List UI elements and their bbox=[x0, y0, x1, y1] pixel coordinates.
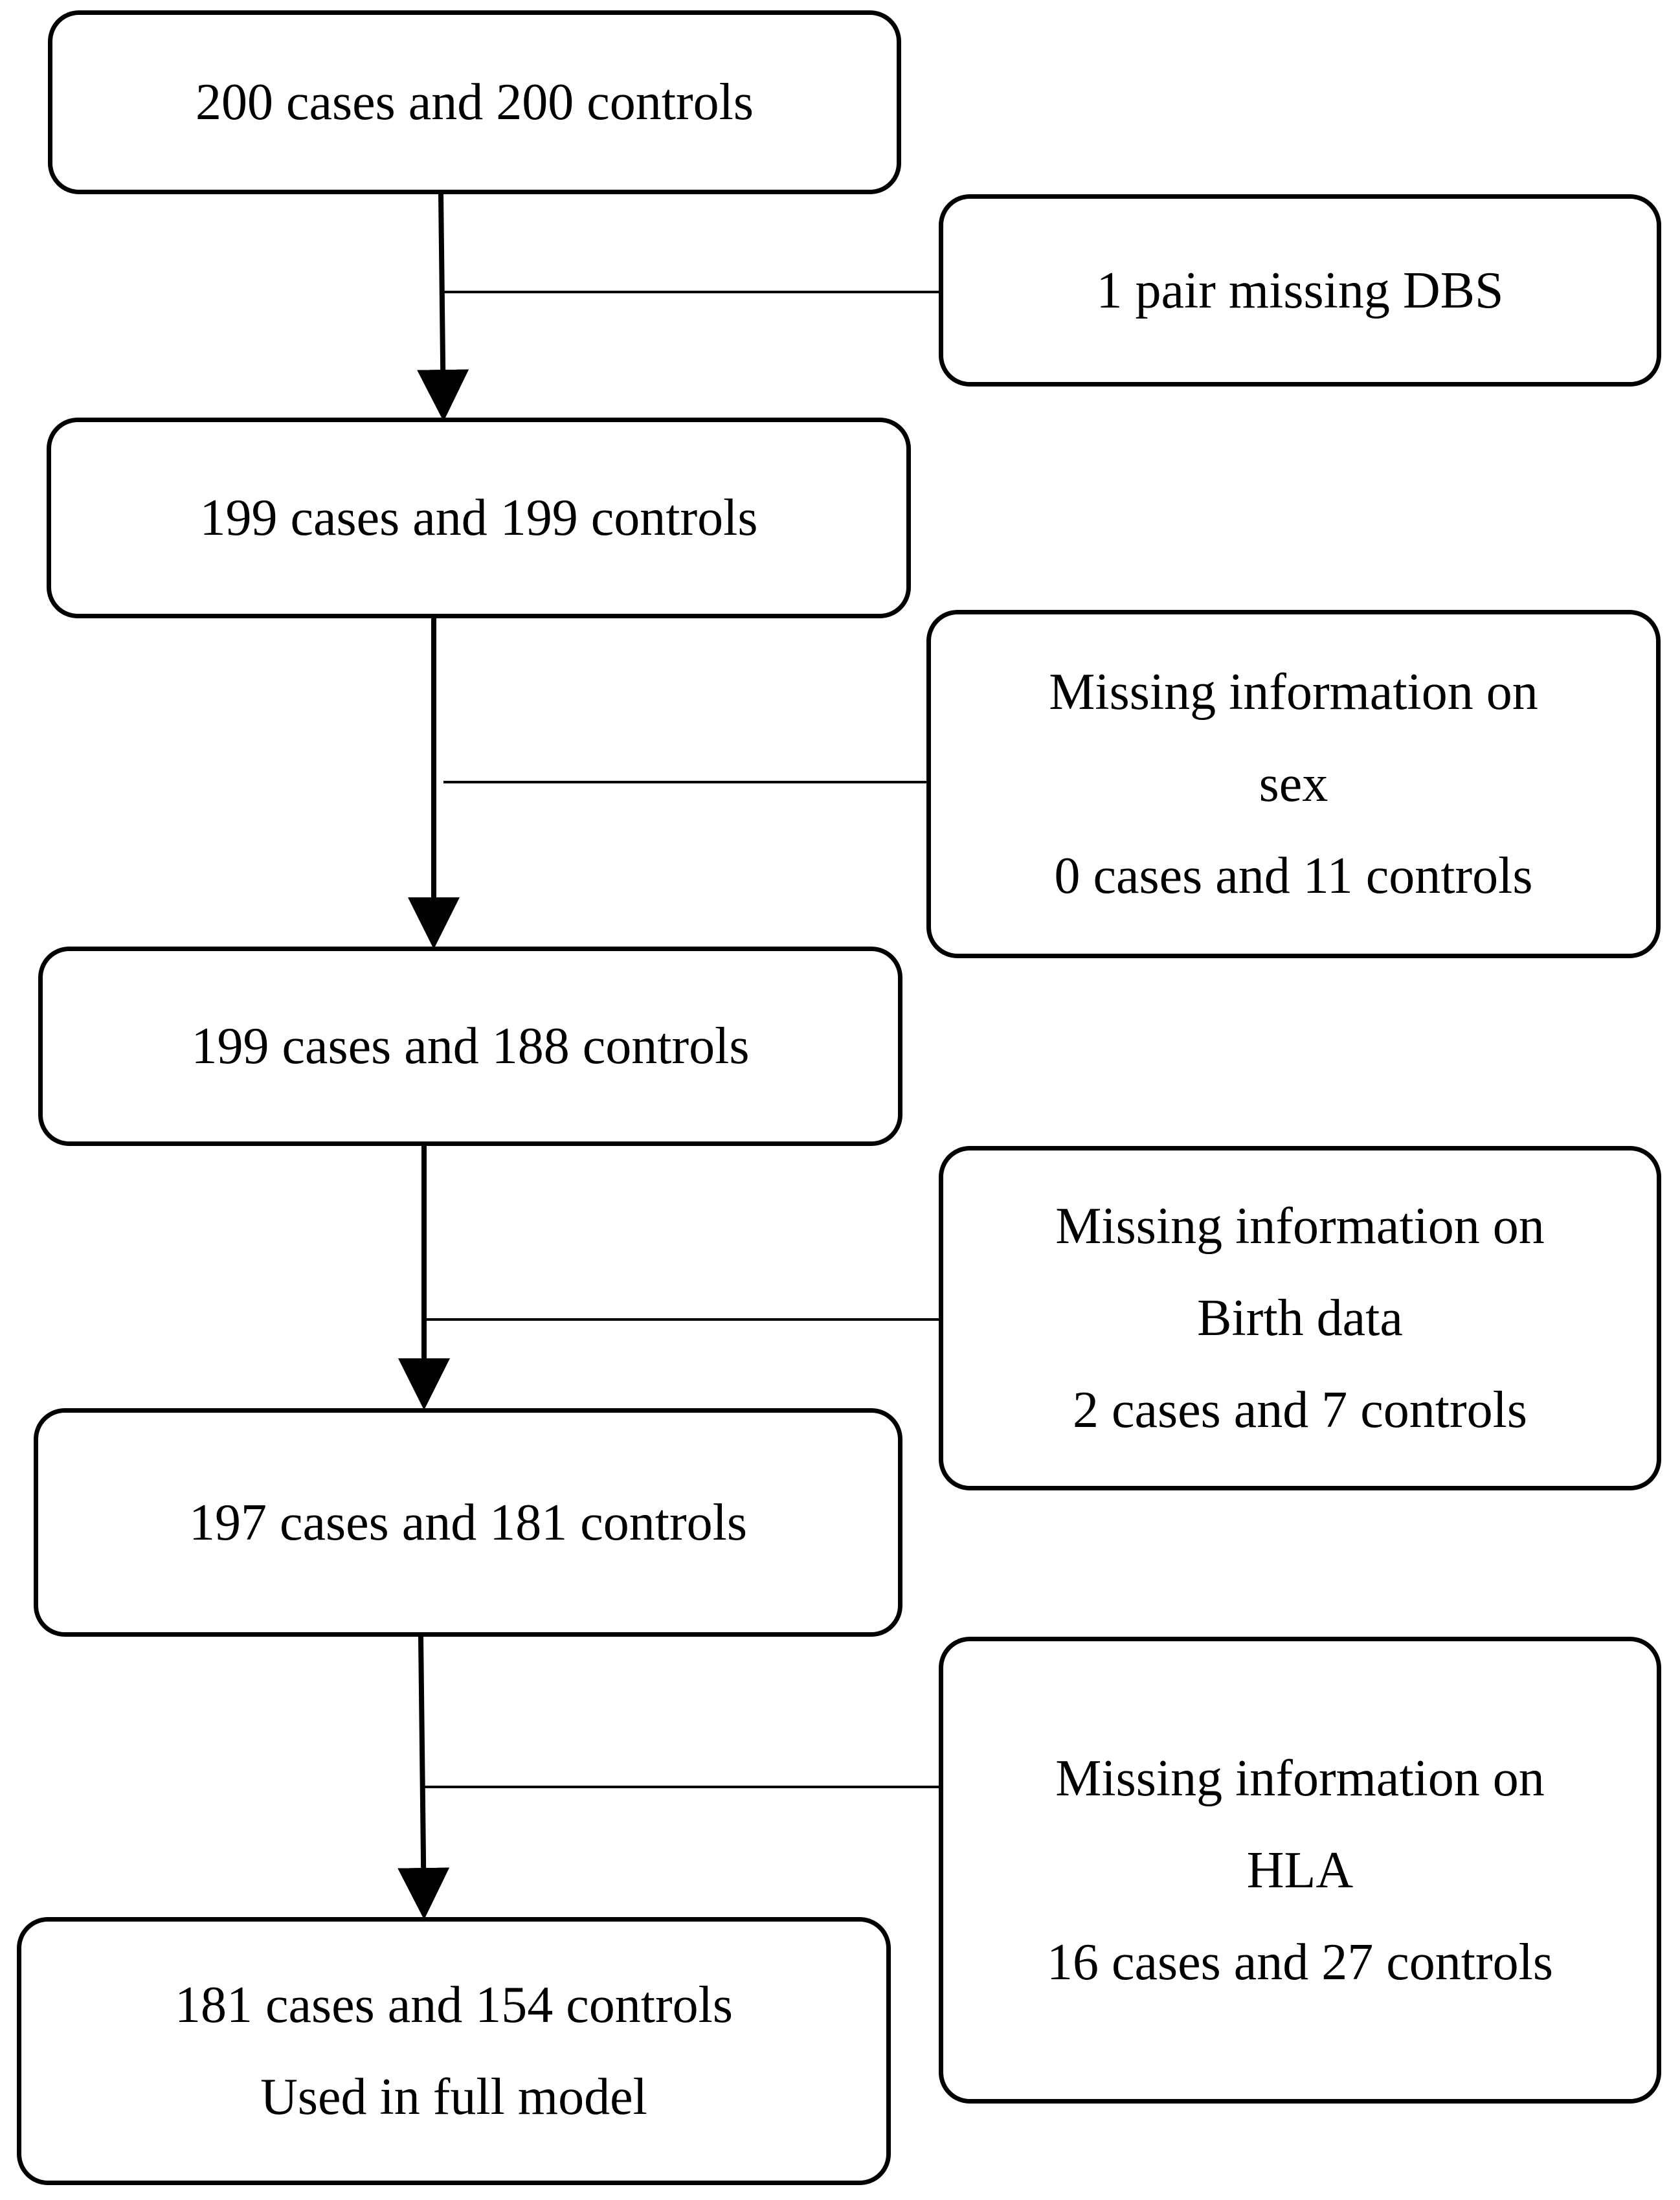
exclusion-box-2-line-2: sex bbox=[1259, 756, 1328, 813]
exclusion-box-1: 1 pair missing DBS bbox=[939, 194, 1661, 387]
exclusion-box-3: Missing information on Birth data 2 case… bbox=[939, 1146, 1661, 1490]
flow-step-2-line-1: 199 cases and 199 controls bbox=[199, 489, 758, 546]
exclusion-box-2-line-1: Missing information on bbox=[1049, 664, 1538, 721]
exclusion-box-1-line-1: 1 pair missing DBS bbox=[1096, 262, 1504, 319]
exclusion-box-2-line-3: 0 cases and 11 controls bbox=[1054, 847, 1533, 904]
flow-step-1: 200 cases and 200 controls bbox=[48, 10, 901, 194]
flow-step-5: 181 cases and 154 controls Used in full … bbox=[17, 1917, 891, 2185]
flow-arrow-4 bbox=[398, 1636, 450, 1920]
flow-step-1-line-1: 200 cases and 200 controls bbox=[195, 74, 754, 131]
exclusion-box-2: Missing information on sex 0 cases and 1… bbox=[926, 610, 1661, 958]
flow-step-3-line-1: 199 cases and 188 controls bbox=[191, 1018, 750, 1075]
flow-step-5-line-2: Used in full model bbox=[260, 2069, 647, 2126]
exclusion-box-4: Missing information on HLA 16 cases and … bbox=[939, 1637, 1661, 2104]
exclusion-box-4-line-1: Missing information on bbox=[1055, 1749, 1545, 1807]
exclusion-box-4-line-3: 16 cases and 27 controls bbox=[1046, 1933, 1554, 1991]
flow-arrow-1 bbox=[417, 194, 469, 421]
exclusion-box-4-line-2: HLA bbox=[1246, 1841, 1354, 1899]
exclusion-box-3-line-3: 2 cases and 7 controls bbox=[1072, 1382, 1528, 1439]
flow-step-4: 197 cases and 181 controls bbox=[34, 1408, 902, 1637]
flow-step-3: 199 cases and 188 controls bbox=[38, 947, 902, 1146]
flow-step-2: 199 cases and 199 controls bbox=[47, 418, 911, 618]
exclusion-box-3-line-2: Birth data bbox=[1197, 1290, 1403, 1347]
flow-step-5-line-1: 181 cases and 154 controls bbox=[174, 1977, 734, 2034]
exclusion-box-3-line-1: Missing information on bbox=[1055, 1198, 1545, 1255]
flow-step-4-line-1: 197 cases and 181 controls bbox=[188, 1494, 748, 1551]
